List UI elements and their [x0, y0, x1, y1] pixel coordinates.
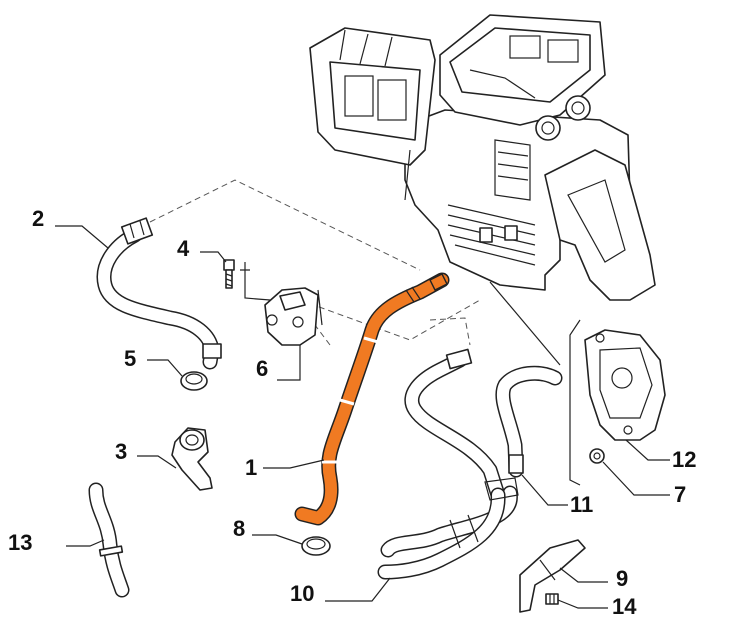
callout-6: 6: [256, 356, 268, 381]
part-5-clamp: [180, 371, 208, 391]
callout-labels: 2 4 5 6 3 1 13 8 10 11 12 7 9 14: [8, 206, 696, 619]
callout-8: 8: [233, 516, 245, 541]
hvac-housing: [309, 14, 656, 301]
part-3-bracket: [171, 427, 213, 491]
part-12-gasket: [569, 319, 666, 486]
part-13-hose: [88, 482, 130, 598]
part-14-bolt: [545, 593, 559, 605]
callout-4: 4: [177, 236, 190, 261]
callout-2: 2: [32, 206, 44, 231]
callout-12: 12: [672, 447, 696, 472]
part-9-bracket: [519, 539, 586, 613]
callout-11: 11: [570, 492, 593, 517]
part-1-hose-highlighted: [294, 272, 450, 526]
part-2-hose: [96, 217, 222, 370]
callout-1: 1: [245, 455, 257, 480]
part-7-grommet: [589, 448, 605, 464]
part-11-hose: [495, 365, 563, 478]
leader-lines: [55, 225, 670, 609]
callout-9: 9: [616, 566, 628, 591]
part-6-bracket: [240, 262, 323, 346]
callout-10: 10: [290, 581, 314, 606]
part-10-hose-assembly: [377, 348, 519, 580]
callout-5: 5: [124, 346, 136, 371]
callout-7: 7: [674, 482, 686, 507]
callout-13: 13: [8, 530, 32, 555]
part-8-clamp: [301, 536, 331, 556]
callout-3: 3: [115, 439, 127, 464]
callout-14: 14: [612, 594, 637, 619]
part-4-bolt: [223, 259, 235, 289]
